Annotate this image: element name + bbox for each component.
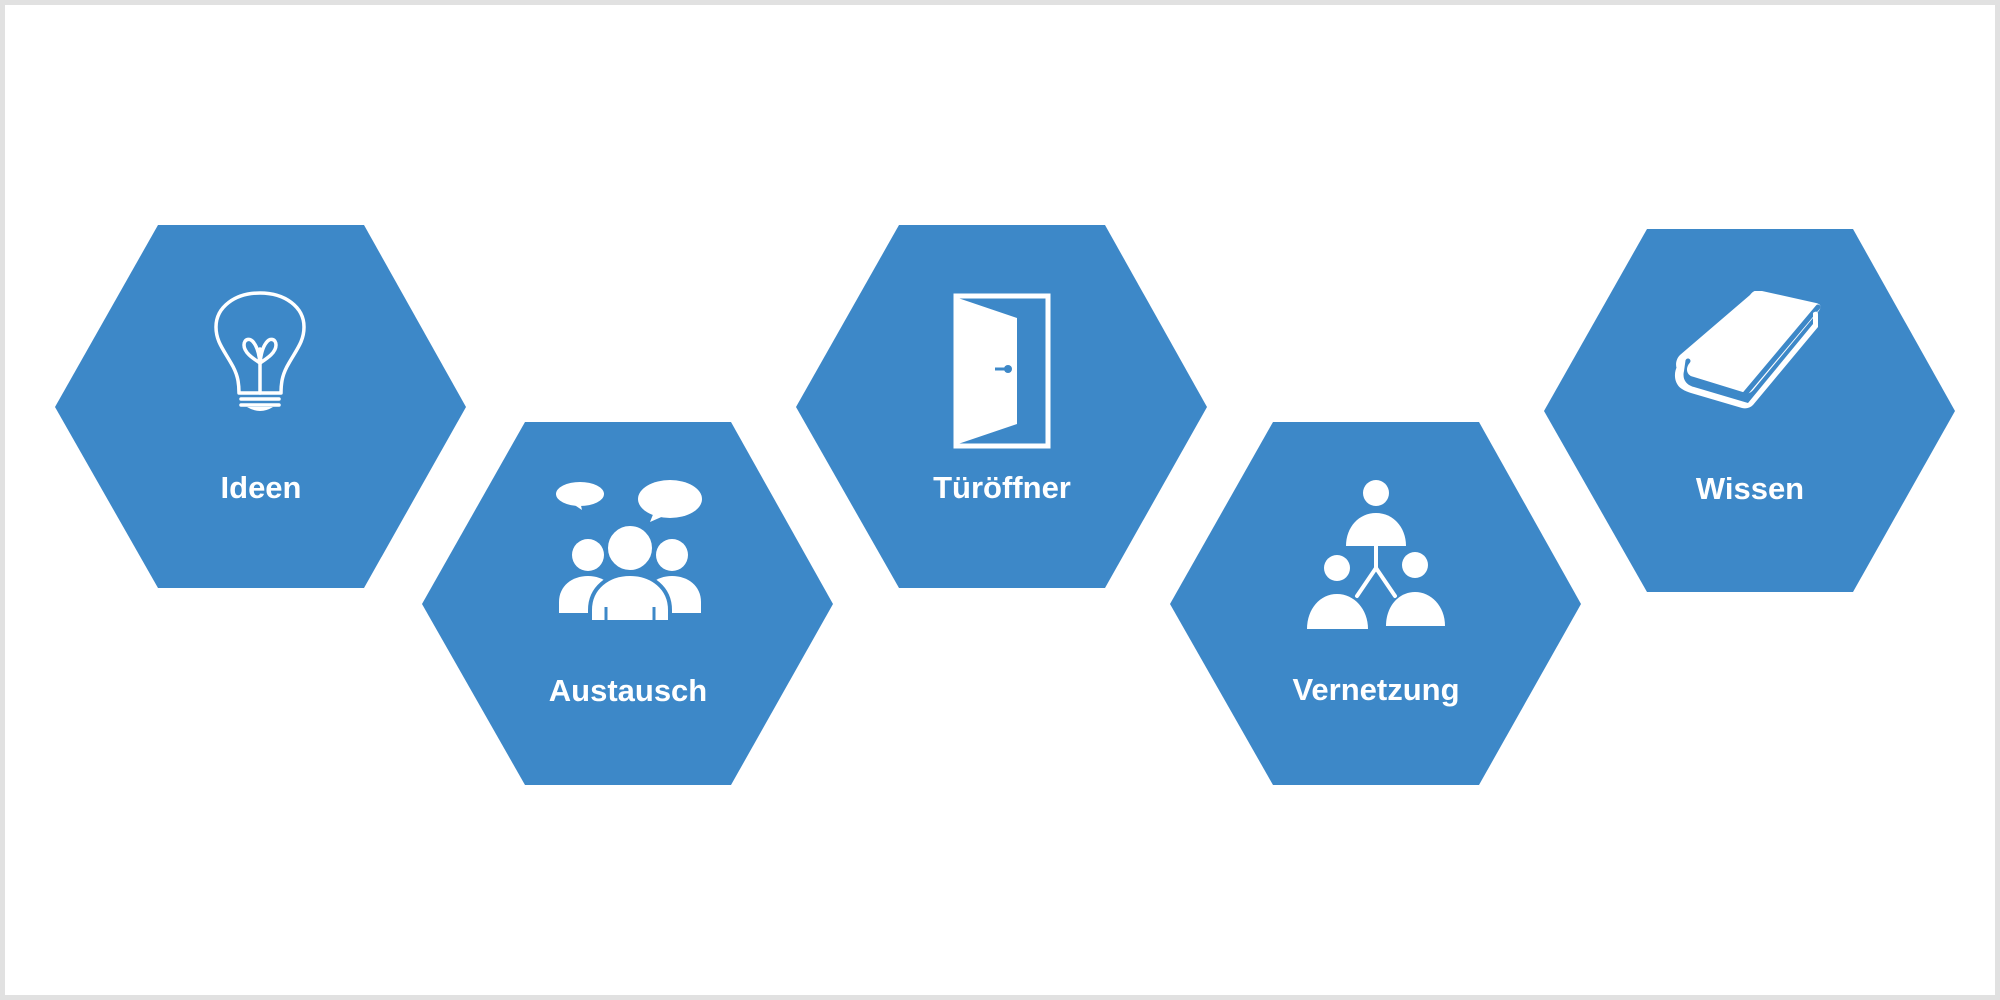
hexagon-label: Wissen — [1695, 471, 1805, 506]
hexagon-tueroeffner: Türöffner — [796, 225, 1208, 589]
hexagon-label: Austausch — [548, 673, 708, 708]
hexagon-austausch: Austausch — [422, 422, 834, 786]
hexagon-label: Ideen — [220, 470, 302, 505]
lightbulb-icon — [214, 291, 306, 411]
hexagon-shape — [1170, 422, 1581, 785]
hexagon-wissen: Wissen — [1544, 229, 1956, 593]
hexagon-ideen: Ideen — [55, 225, 467, 589]
hexagon-shape — [1544, 229, 1955, 592]
hexagon-vernetzung: Vernetzung — [1170, 422, 1582, 786]
book-icon — [1674, 291, 1821, 409]
hexagon-label: Türöffner — [933, 470, 1071, 505]
people-chat-icon — [556, 480, 702, 622]
open-door-icon — [953, 293, 1051, 449]
network-people-icon — [1307, 480, 1445, 629]
hexagon-label: Vernetzung — [1292, 672, 1460, 707]
